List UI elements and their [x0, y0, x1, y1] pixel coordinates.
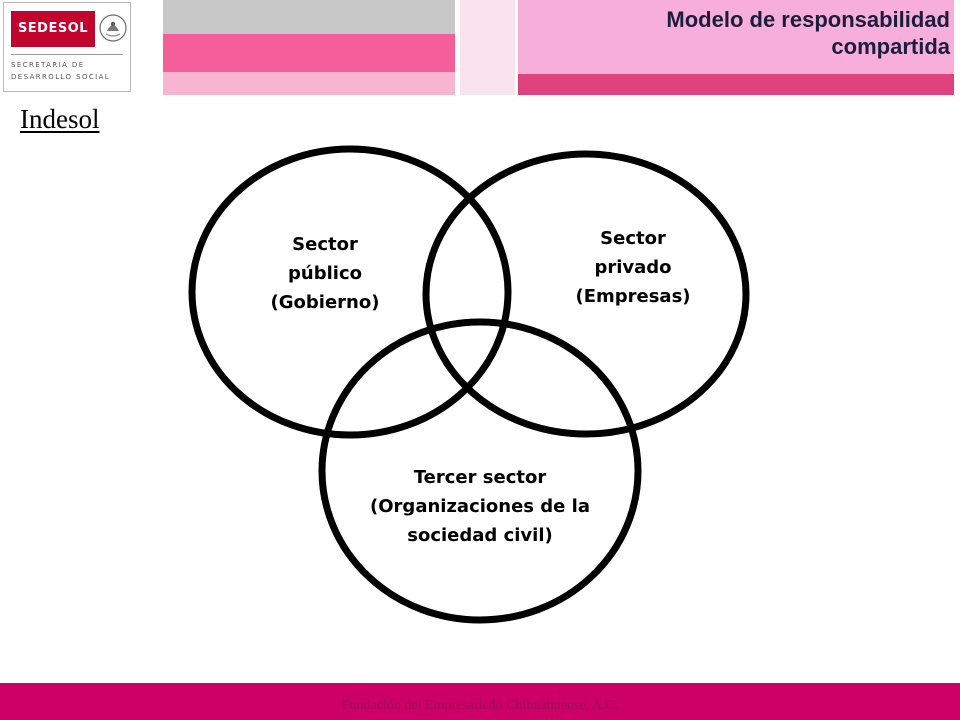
logo-subtitle-2: DESARROLLO SOCIAL [11, 73, 111, 81]
logo-subtitle-1: SECRETARÍA DE [11, 61, 85, 69]
title-background [518, 0, 954, 74]
header-band-gray [163, 0, 455, 34]
circle-private-sector [422, 150, 750, 438]
label-public-line-2: público [288, 263, 362, 284]
label-public-sector: Sector público (Gobierno) [240, 230, 410, 317]
label-public-line-1: Sector [292, 234, 358, 255]
footer-text: Fundación del Empresariado Chihuahuense,… [341, 698, 619, 713]
label-third-line-1: Tercer sector [413, 467, 547, 488]
label-private-sector: Sector privado (Empresas) [548, 224, 718, 311]
label-private-line-2: privado [594, 257, 672, 278]
footer-bar [0, 683, 960, 720]
circle-third-sector [318, 318, 642, 624]
label-third-line-2: (Organizaciones de la [370, 496, 590, 517]
label-third-sector: Tercer sector (Organizaciones de la soci… [320, 463, 640, 550]
circle-public-sector [188, 145, 512, 439]
label-private-line-3: (Empresas) [575, 286, 691, 307]
logo-brand: SEDESOL [11, 11, 95, 47]
mexico-seal-icon [99, 14, 127, 42]
label-public-line-3: (Gobierno) [270, 292, 380, 313]
page-title-line-2: compartida [831, 34, 950, 59]
header-band-light-pink [163, 72, 455, 95]
sedesol-logo: SEDESOL SECRETARÍA DE DESARROLLO SOCIAL [3, 2, 131, 92]
title-accent-bar [518, 74, 954, 95]
logo-divider [11, 54, 123, 55]
page-title-line-1: Modelo de responsabilidad [666, 7, 950, 32]
label-private-line-1: Sector [600, 228, 666, 249]
indesol-heading: Indesol [20, 104, 100, 134]
page-title: Modelo de responsabilidad compartida [530, 6, 950, 60]
header-band-pale [460, 0, 515, 95]
label-third-line-3: sociedad civil) [407, 525, 553, 546]
header-band-pink [163, 34, 455, 72]
